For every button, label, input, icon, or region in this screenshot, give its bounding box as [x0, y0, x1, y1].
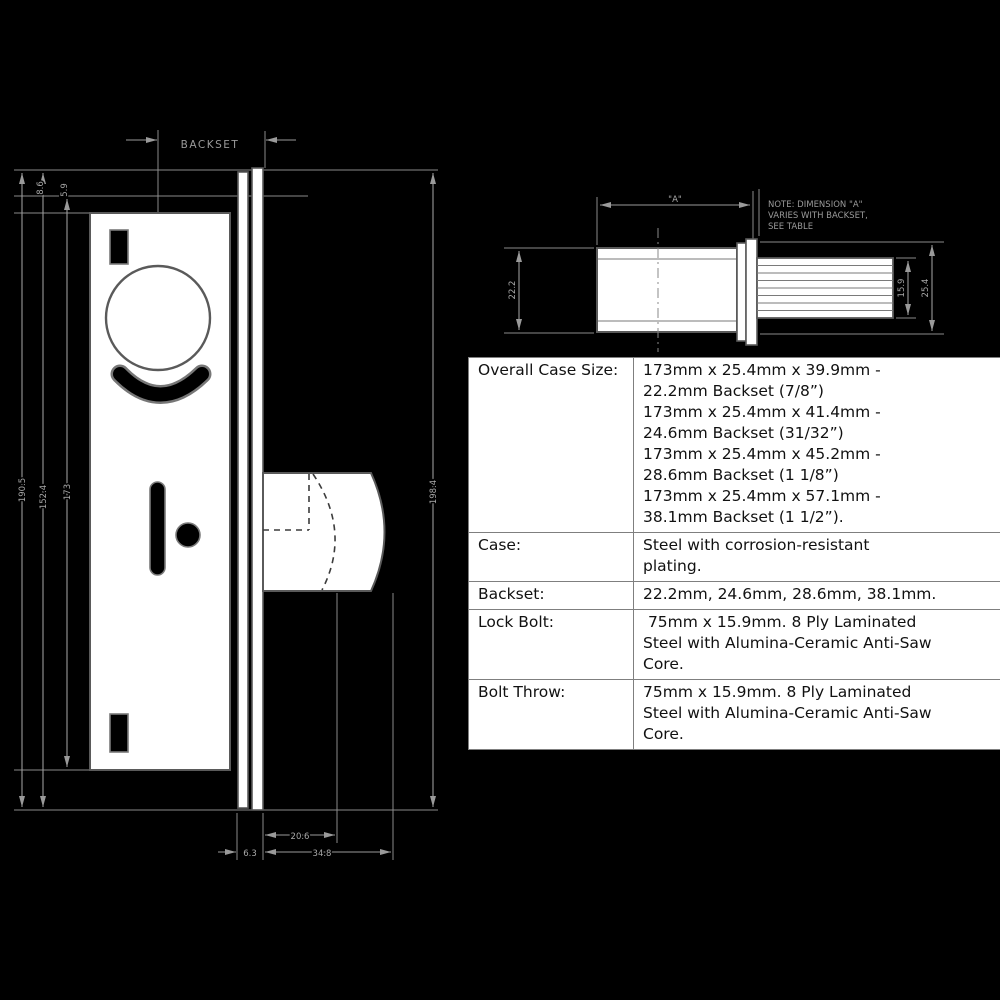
front-view: BACKSET 8.6 5.9 190.5 152.4 173 198.4 20… — [14, 130, 441, 861]
spec-value-line: plating. — [643, 557, 702, 575]
spec-table: Overall Case Size: 173mm x 25.4mm x 39.9… — [468, 357, 1000, 750]
bolt-hidden-arc — [312, 473, 336, 591]
spec-value-line: Steel with corrosion-resistant — [643, 536, 870, 554]
table-row: Case: Steel with corrosion-resistant pla… — [468, 532, 1000, 582]
side-view: "A" 22.2 15.9 25.4 NOTE: DIMENSION "A" V… — [504, 189, 944, 352]
table-row: Bolt Throw: 75mm x 15.9mm. 8 Ply Laminat… — [468, 679, 1000, 750]
dim-left-inner: 173 — [63, 484, 73, 500]
side-view-dimensions — [516, 202, 935, 331]
dim-20-6: 20.6 — [291, 832, 310, 842]
spec-label-overall-case-size: Overall Case Size: — [468, 357, 634, 533]
spec-value-line: 75mm x 15.9mm. 8 Ply Laminated — [643, 613, 917, 631]
dim-25-4: 25.4 — [921, 279, 931, 298]
bolt-flange — [736, 238, 758, 346]
dimension-a-note: NOTE: DIMENSION "A" VARIES WITH BACKSET,… — [767, 199, 869, 233]
table-row: Lock Bolt: 75mm x 15.9mm. 8 Ply Laminate… — [468, 609, 1000, 680]
spec-label-lock-bolt: Lock Bolt: — [468, 609, 634, 680]
spec-value-line: Core. — [643, 655, 684, 673]
spec-value-line: 24.6mm Backset (31/32”) — [643, 424, 844, 442]
bolt-body-side — [596, 228, 738, 352]
bottom-mounting-cutout — [109, 713, 129, 753]
spec-value-line: 22.2mm, 24.6mm, 28.6mm, 38.1mm. — [643, 585, 937, 603]
note-line-3: SEE TABLE — [768, 222, 813, 232]
top-mounting-cutout — [109, 229, 129, 265]
vertical-slot — [149, 481, 166, 576]
spec-value-line: Steel with Alumina-Ceramic Anti-Saw — [643, 704, 932, 722]
spec-value-line: 22.2mm Backset (7/8”) — [643, 382, 824, 400]
dim-left-outer: 190.5 — [18, 478, 28, 502]
lock-bolt-front — [262, 472, 386, 592]
laminated-bolt — [756, 257, 894, 319]
note-line-2: VARIES WITH BACKSET, — [768, 211, 868, 221]
spec-label-bolt-throw: Bolt Throw: — [468, 679, 634, 750]
backset-dim-label: BACKSET — [181, 139, 240, 151]
faceplate — [237, 167, 264, 811]
spec-value-line: 173mm x 25.4mm x 39.9mm - — [643, 361, 881, 379]
dim-15-9: 15.9 — [897, 279, 907, 298]
spec-value-backset: 22.2mm, 24.6mm, 28.6mm, 38.1mm. — [633, 581, 1000, 610]
dim-8-6: 8.6 — [36, 181, 46, 195]
spec-value-line: 28.6mm Backset (1 1/8”) — [643, 466, 839, 484]
table-row: Overall Case Size: 173mm x 25.4mm x 39.9… — [468, 357, 1000, 533]
dim-34-8: 34.8 — [313, 849, 332, 859]
note-line-1: NOTE: DIMENSION "A" — [768, 200, 863, 210]
spec-value-line: 38.1mm Backset (1 1/2”). — [643, 508, 844, 526]
spec-label-backset: Backset: — [468, 581, 634, 610]
spec-value-overall-case-size: 173mm x 25.4mm x 39.9mm - 22.2mm Backset… — [633, 357, 1000, 533]
spec-value-case: Steel with corrosion-resistant plating. — [633, 532, 1000, 582]
dim-left-mid: 152.4 — [39, 485, 49, 509]
spec-label-case: Case: — [468, 532, 634, 582]
spec-value-line: Steel with Alumina-Ceramic Anti-Saw — [643, 634, 932, 652]
dim-5-9: 5.9 — [60, 183, 70, 197]
front-view-dimensions — [19, 137, 436, 855]
spec-value-lock-bolt: 75mm x 15.9mm. 8 Ply Laminated Steel wit… — [633, 609, 1000, 680]
dim-a-label: "A" — [668, 195, 682, 205]
spec-value-line: 173mm x 25.4mm x 41.4mm - — [643, 403, 881, 421]
curved-cam-slot — [110, 364, 212, 404]
spec-value-line: Core. — [643, 725, 684, 743]
cylinder-hole — [104, 264, 212, 372]
spec-value-bolt-throw: 75mm x 15.9mm. 8 Ply Laminated Steel wit… — [633, 679, 1000, 750]
spec-value-line: 173mm x 25.4mm x 45.2mm - — [643, 445, 881, 463]
spec-value-line: 173mm x 25.4mm x 57.1mm - — [643, 487, 881, 505]
dim-right-overall: 198.4 — [429, 480, 439, 504]
spec-value-line: 75mm x 15.9mm. 8 Ply Laminated — [643, 683, 912, 701]
table-row: Backset: 22.2mm, 24.6mm, 28.6mm, 38.1mm. — [468, 581, 1000, 610]
side-view-extension-lines — [504, 189, 944, 335]
fixing-hole — [175, 522, 201, 548]
dim-22-2: 22.2 — [508, 281, 518, 300]
dim-6-3: 6.3 — [243, 849, 257, 859]
